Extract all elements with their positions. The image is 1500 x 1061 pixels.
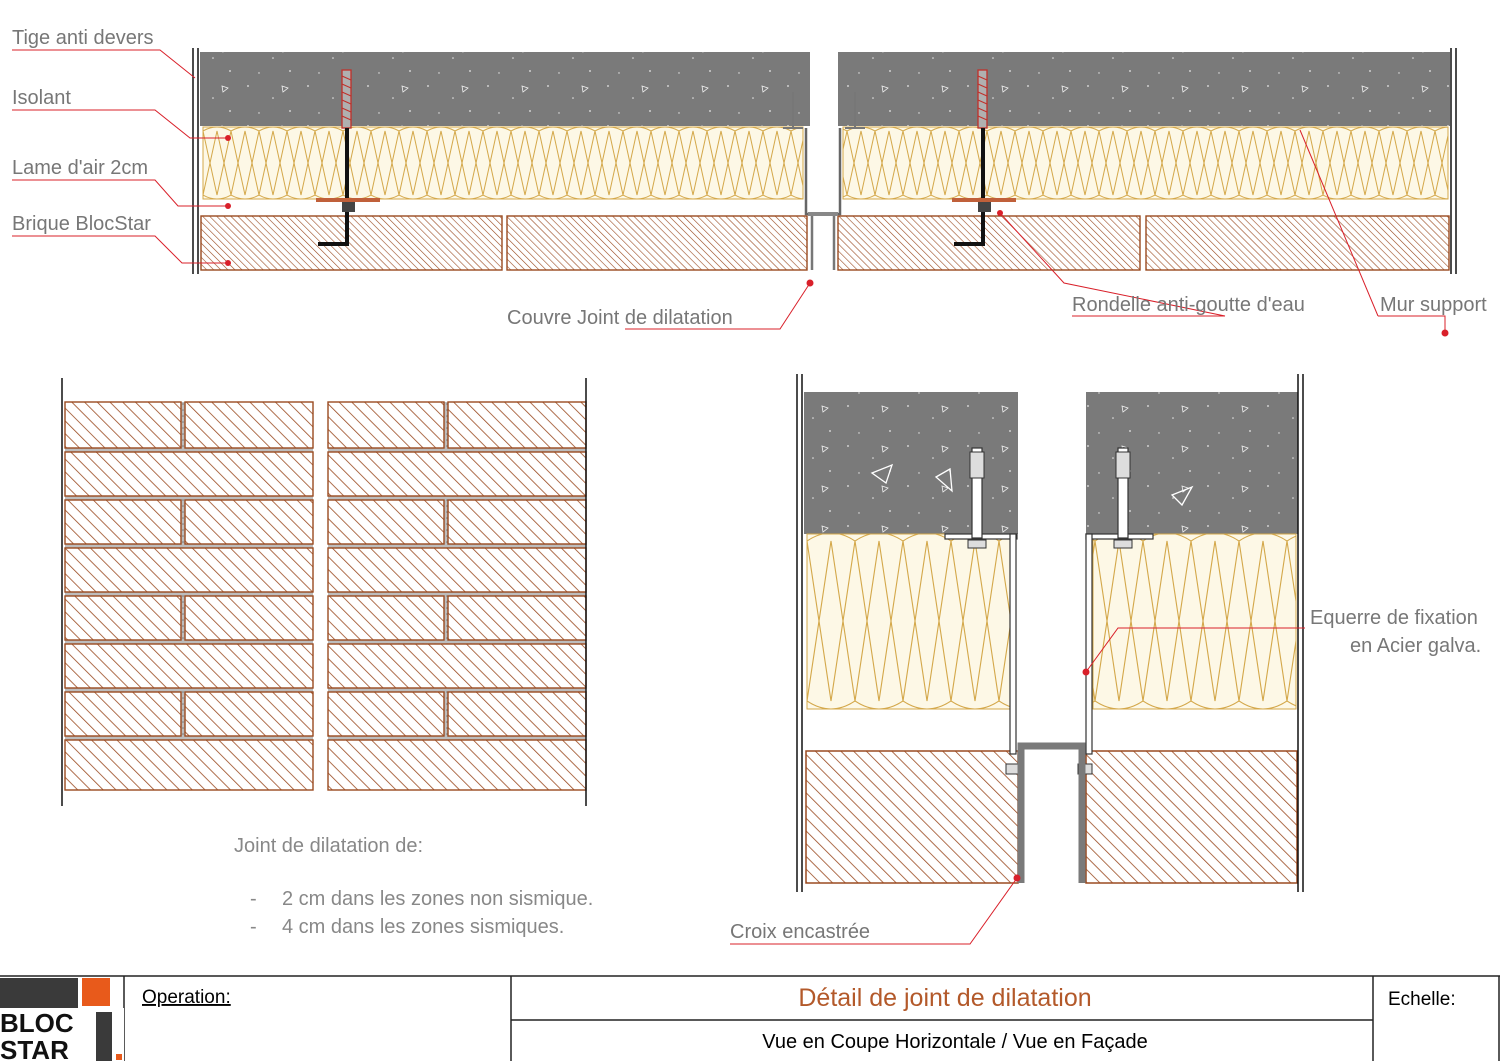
label-couvre-joint: Couvre Joint de dilatation [507,307,733,329]
detail-section [796,374,1304,892]
note-dash-1: - [250,888,257,910]
label-croix: Croix encastrée [730,921,870,943]
anti-tilt-rod-left [316,69,380,246]
detail-insulation-left [806,533,1011,710]
embedded-cross [1017,742,1086,883]
brick-4 [1145,215,1450,271]
brick-2 [506,215,808,271]
label-equerre-1: Equerre de fixation [1310,607,1478,629]
label-isolant: Isolant [12,87,71,109]
logo-text-bloc: BLOC [0,1008,74,1038]
detail-concrete-left [804,392,1018,534]
brick-3 [837,215,1141,271]
label-equerre-2: en Acier galva. [1350,635,1481,657]
note-item-1: 2 cm dans les zones non sismique. [282,888,593,910]
facade-view [61,378,587,806]
fixing-angle-right [1077,447,1154,775]
operation-label: Operation: [142,987,231,1008]
logo-text-star: STAR [0,1035,69,1061]
scale-label: Echelle: [1388,989,1456,1010]
brick-1 [200,215,503,271]
label-lame-air: Lame d'air 2cm [12,157,148,179]
title-block: BLOC STAR Operation: Détail de joint de … [0,975,1500,1061]
top-leaders [12,49,1446,333]
detail-brick-right [1085,750,1298,884]
insulation-right [842,126,1449,200]
anti-tilt-rod-right [952,69,1016,246]
label-rondelle: Rondelle anti-goutte d'eau [1072,294,1305,316]
note-item-2: 4 cm dans les zones sismiques. [282,916,564,938]
drawing-title: Détail de joint de dilatation [798,984,1091,1012]
top-section [192,48,1457,274]
fixing-angle-left [944,447,1021,775]
label-mur-support: Mur support [1380,294,1487,316]
concrete-wall-left [200,52,810,126]
detail-brick-left [805,750,1019,884]
note-title: Joint de dilatation de: [234,835,423,857]
drawing-subtitle: Vue en Coupe Horizontale / Vue en Façade [762,1031,1147,1053]
blocstar-logo: BLOC STAR [0,978,124,1061]
insulation-left [202,126,804,200]
detail-insulation-right [1092,533,1297,710]
label-tige-anti-devers: Tige anti devers [12,27,154,49]
concrete-wall-right [838,52,1450,126]
note-dash-2: - [250,916,257,938]
label-brique: Brique BlocStar [12,213,151,235]
joint-cover-top [804,128,842,216]
